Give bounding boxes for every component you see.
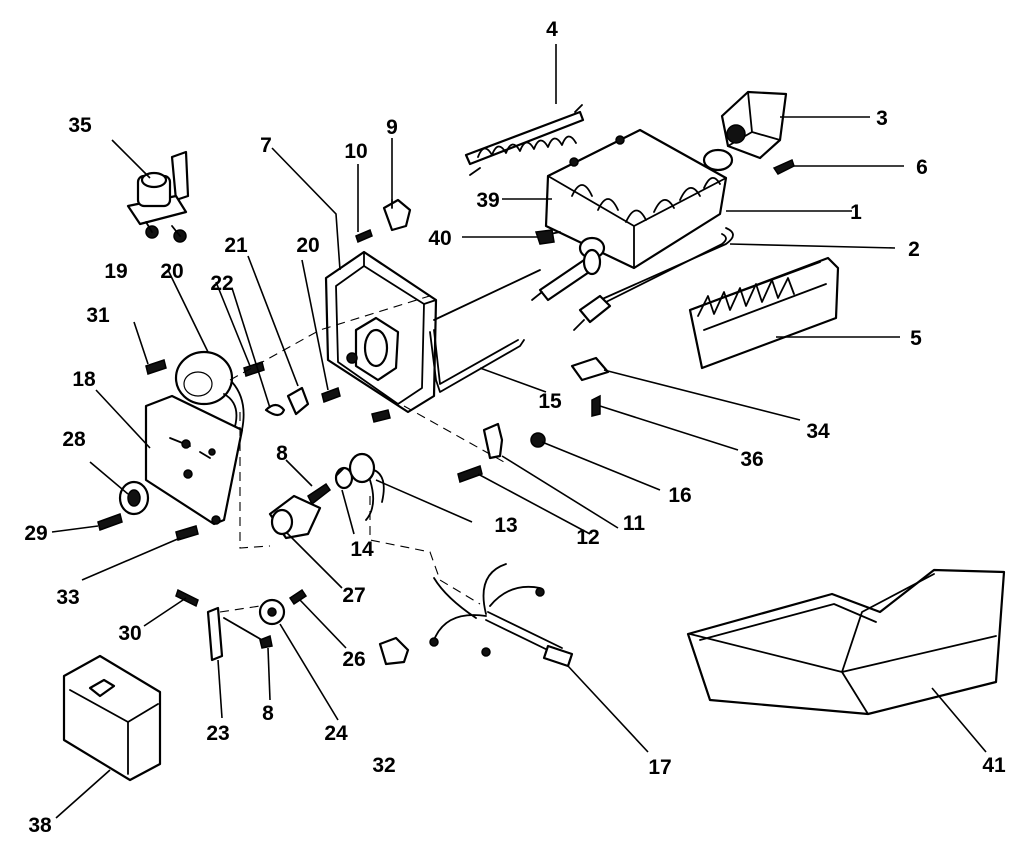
callout-28: 28: [62, 428, 86, 451]
callout-33: 33: [56, 586, 79, 609]
callout-5: 5: [910, 327, 922, 350]
mounting-plate-part: [144, 394, 244, 526]
callout-30: 30: [118, 622, 141, 645]
fitting-part: [378, 636, 410, 666]
callout-20-upper: 20: [296, 234, 319, 257]
motor-part: [174, 350, 245, 431]
screw-31-part: [145, 359, 167, 375]
stripper-part: [688, 256, 840, 370]
ejector-part: [464, 104, 585, 176]
callout-35: 35: [68, 114, 92, 137]
screw-8-part: [371, 409, 391, 423]
callout-26: 26: [342, 648, 365, 671]
callout-8-lower: 8: [262, 702, 274, 725]
callout-13: 13: [494, 514, 517, 537]
bracket-part: [570, 356, 610, 417]
thermostat-bulb-part: [531, 248, 602, 302]
callout-22: 22: [210, 272, 233, 295]
callout-23: 23: [206, 722, 229, 745]
fill-cup-part: [702, 90, 788, 172]
cover-part: [62, 654, 162, 782]
callout-17: 17: [648, 756, 671, 779]
screw-10-part: [355, 228, 373, 244]
callout-24: 24: [324, 722, 348, 745]
callout-29: 29: [24, 522, 47, 545]
callout-labels: 4 3 6 1 2 5 39 40 35 7 9 10 21 20 22 19 …: [24, 18, 1006, 837]
cam-gear-part: [258, 588, 308, 649]
screw-33-part: [175, 525, 199, 541]
screw-40-part: [534, 229, 555, 245]
callout-15: 15: [538, 390, 562, 413]
callout-2: 2: [908, 238, 920, 261]
spacer-part: [334, 466, 354, 490]
ice-mold-part: [539, 128, 728, 270]
callout-10: 10: [344, 140, 367, 163]
callout-27: 27: [342, 584, 365, 607]
clip-part: [264, 386, 310, 417]
callout-3: 3: [876, 107, 888, 130]
callout-9: 9: [386, 116, 398, 139]
callout-11: 11: [623, 512, 646, 535]
callout-12: 12: [576, 526, 599, 549]
switch-part: [382, 198, 412, 232]
callout-36: 36: [740, 448, 763, 471]
heater-part: [573, 227, 734, 331]
callout-41: 41: [982, 754, 1006, 777]
callout-7: 7: [260, 134, 272, 157]
callout-34: 34: [806, 420, 830, 443]
control-housing-part: [324, 250, 541, 414]
shutoff-arm-part: [429, 329, 525, 393]
callout-38: 38: [28, 814, 52, 837]
water-valve-part: [126, 150, 190, 243]
ice-bucket-part: [686, 568, 1006, 716]
screw-12-part: [457, 465, 483, 483]
callout-18: 18: [72, 368, 96, 391]
callout-14: 14: [350, 538, 374, 561]
callout-40: 40: [428, 227, 451, 250]
screw-6-part: [772, 158, 795, 175]
callout-6: 6: [916, 156, 928, 179]
cam-part: [348, 452, 385, 521]
callout-20-lower: 20: [160, 260, 183, 283]
nut-part: [530, 432, 546, 448]
callout-32: 32: [372, 754, 395, 777]
leader-lines: [51, 44, 987, 819]
wiring-harness-part: [429, 563, 574, 668]
screw-29-part: [97, 513, 123, 531]
callout-39: 39: [476, 189, 499, 212]
callout-4: 4: [546, 18, 558, 41]
callout-21: 21: [224, 234, 248, 257]
callout-19: 19: [104, 260, 127, 283]
gear-part: [118, 480, 150, 516]
callout-16: 16: [668, 484, 691, 507]
callout-31: 31: [86, 304, 110, 327]
callout-1: 1: [850, 201, 862, 224]
thermostat-part: [268, 482, 332, 540]
callout-8-upper: 8: [276, 442, 288, 465]
shaft-part: [175, 588, 263, 662]
assembly-lines: [219, 293, 505, 613]
